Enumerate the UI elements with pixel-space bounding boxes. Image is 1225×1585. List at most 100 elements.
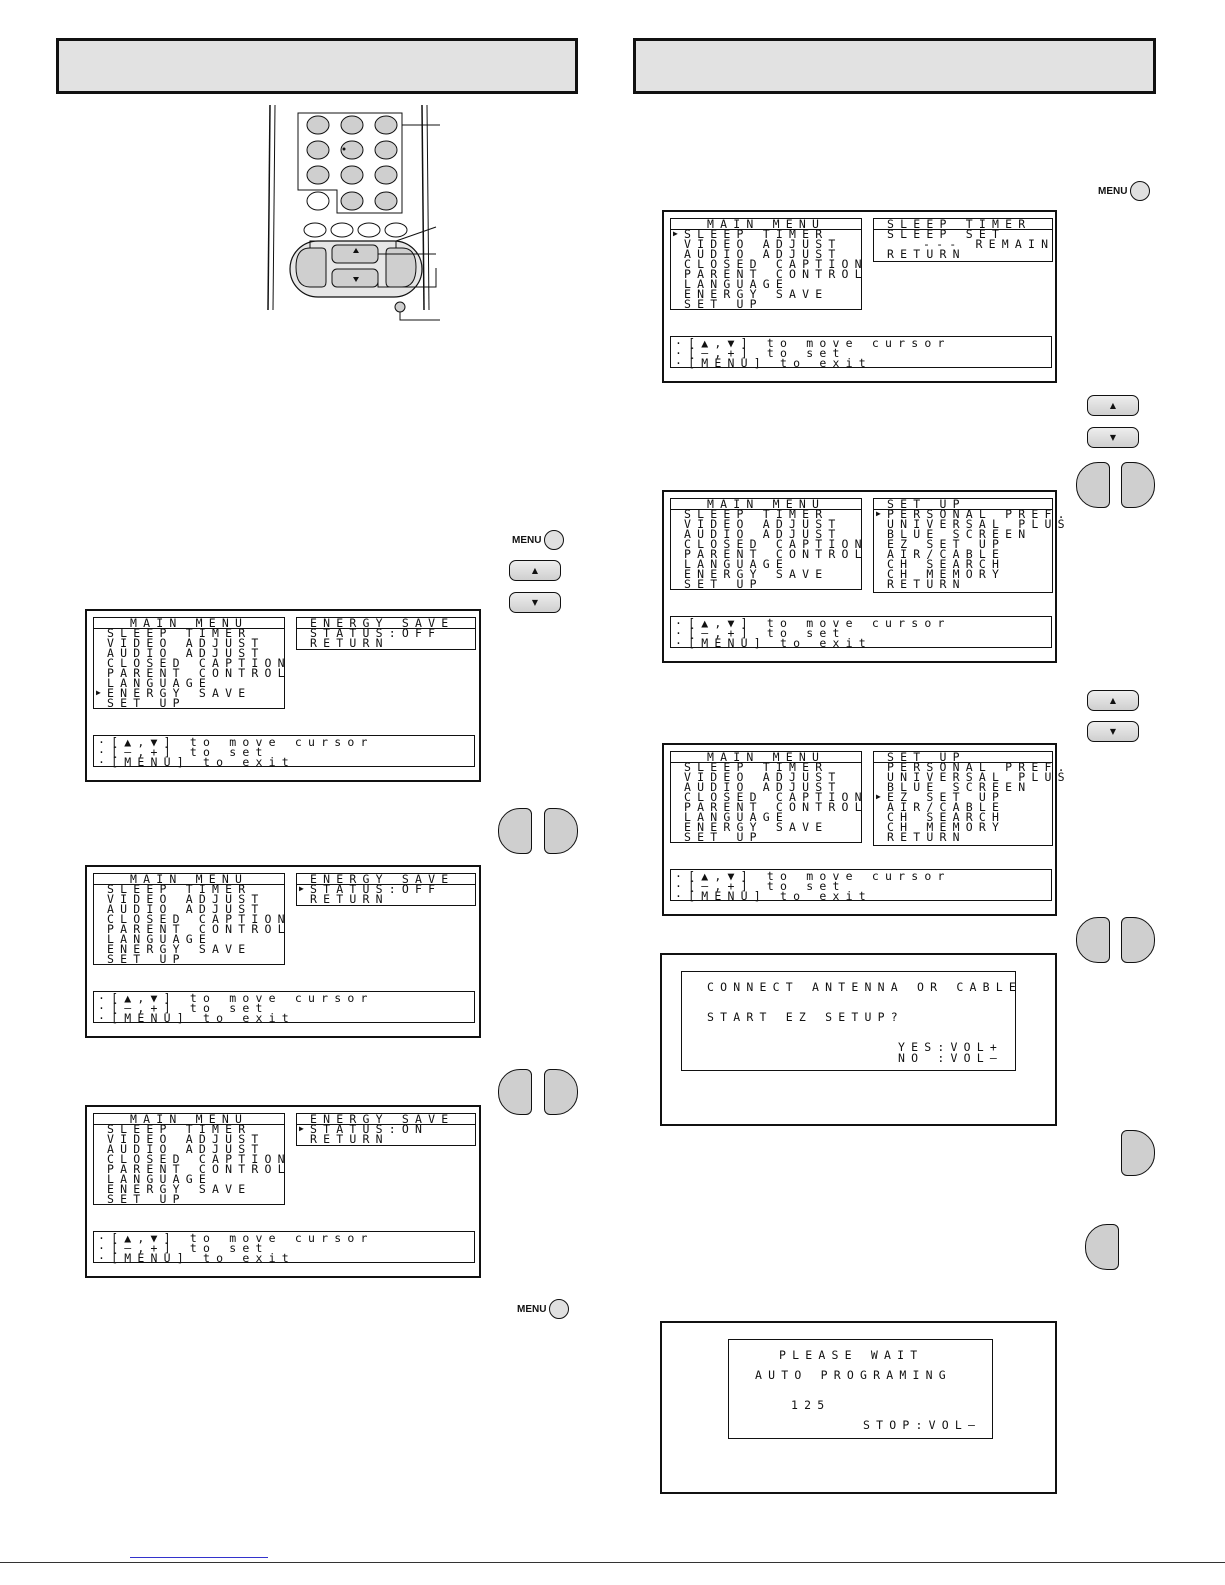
main-menu-item[interactable]: AUDIO ADJUST (684, 780, 842, 794)
main-menu-item[interactable]: CLOSED CAPTION (107, 912, 291, 926)
main-menu-item[interactable]: ENERGY SAVE (684, 820, 829, 834)
main-menu-title: MAIN MENU (130, 616, 249, 630)
main-menu-item[interactable]: CLOSED CAPTION (107, 656, 291, 670)
main-menu-item[interactable]: LANGUAGE (107, 676, 212, 690)
main-menu-item[interactable]: CLOSED CAPTION (107, 1152, 291, 1166)
submenu-item[interactable]: EZ SET UP (887, 537, 1006, 551)
submenu-item[interactable]: RETURN (310, 892, 389, 906)
main-menu-item[interactable]: SET UP (684, 297, 763, 311)
submenu-item[interactable]: UNIVERSAL PLUS (887, 770, 1071, 784)
main-menu-item[interactable]: AUDIO ADJUST (684, 247, 842, 261)
main-menu-item[interactable]: VIDEO ADJUST (107, 1132, 265, 1146)
main-menu-item[interactable]: PARENT CONTROL (684, 547, 868, 561)
submenu-item[interactable]: BLUE SCREEN (887, 780, 1032, 794)
main-menu-item[interactable]: PARENT CONTROL (107, 666, 291, 680)
main-menu-item[interactable]: LANGUAGE (684, 810, 789, 824)
submenu-item[interactable]: PERSONAL PREF. (887, 507, 1071, 521)
main-menu-item[interactable]: VIDEO ADJUST (684, 770, 842, 784)
submenu-item[interactable]: AIR/CABLE (887, 800, 1006, 814)
main-menu-item[interactable]: ENERGY SAVE (684, 567, 829, 581)
main-menu-item[interactable]: PARENT CONTROL (684, 800, 868, 814)
submenu-item[interactable]: RETURN (310, 1132, 389, 1146)
main-menu-item[interactable]: CLOSED CAPTION (684, 537, 868, 551)
main-menu-item[interactable]: LANGUAGE (684, 557, 789, 571)
main-menu-item[interactable]: CLOSED CAPTION (684, 257, 868, 271)
main-menu-item[interactable]: ENERGY SAVE (107, 942, 252, 956)
main-menu-item[interactable]: SET UP (684, 577, 763, 591)
menu-circle-icon (549, 1299, 570, 1319)
main-menu-item[interactable]: VIDEO ADJUST (684, 517, 842, 531)
main-menu-item[interactable]: LANGUAGE (107, 932, 212, 946)
submenu-item[interactable]: RETURN (310, 636, 389, 650)
main-menu-item[interactable]: LANGUAGE (107, 1172, 212, 1186)
menu-button-label: MENU (517, 1303, 547, 1315)
main-menu-item[interactable]: VIDEO ADJUST (107, 636, 265, 650)
main-menu-item[interactable]: ENERGY SAVE (107, 1182, 252, 1196)
vol-minus-button-icon (498, 808, 532, 854)
help-instructions-box: ·[▲,▼] to move cursor·[—,+] to set·[MENU… (670, 616, 1052, 649)
title-divider (671, 762, 861, 763)
submenu-item[interactable]: EZ SET UP (887, 790, 1006, 804)
submenu-title: SLEEP TIMER (887, 217, 1032, 231)
submenu-item[interactable]: STATUS:OFF (310, 882, 442, 896)
main-menu-item[interactable]: PARENT CONTROL (684, 267, 868, 281)
main-menu-item[interactable]: SET UP (107, 952, 186, 966)
menu-button-label: MENU (512, 534, 542, 546)
main-menu-item[interactable]: ENERGY SAVE (107, 686, 252, 700)
submenu-item[interactable]: RETURN (887, 830, 966, 844)
help-line: ·[MENU] to exit (98, 1011, 295, 1025)
main-menu-item[interactable]: SLEEP TIMER (684, 507, 829, 521)
main-menu-item[interactable]: SET UP (107, 1192, 186, 1206)
main-menu-item[interactable]: AUDIO ADJUST (107, 646, 265, 660)
main-menu-item[interactable]: AUDIO ADJUST (107, 902, 265, 916)
main-menu-item[interactable]: SET UP (107, 696, 186, 710)
submenu-item[interactable]: RETURN (887, 577, 966, 591)
submenu-item[interactable]: RETURN (887, 247, 966, 261)
main-menu-item[interactable]: PARENT CONTROL (107, 1162, 291, 1176)
main-menu-item[interactable]: SLEEP TIMER (107, 882, 252, 896)
main-menu-item[interactable]: LANGUAGE (684, 277, 789, 291)
submenu-item[interactable]: SLEEP SET (887, 227, 1006, 241)
auto-programing-text: AUTO PROGRAMING (755, 1368, 952, 1382)
main-menu-item[interactable]: VIDEO ADJUST (107, 892, 265, 906)
main-menu-item[interactable]: SLEEP TIMER (684, 760, 829, 774)
osd-screen-ez-setup-dialog: CONNECT ANTENNA OR CABLE START EZ SETUP?… (660, 953, 1057, 1126)
help-instructions-box: ·[▲,▼] to move cursor·[—,+] to set·[MENU… (670, 869, 1052, 902)
main-menu-item[interactable]: SET UP (684, 830, 763, 844)
submenu-item[interactable]: UNIVERSAL PLUS (887, 517, 1071, 531)
title-divider (874, 509, 1052, 510)
help-instructions-box: ·[▲,▼] to move cursor·[—,+] to set·[MENU… (93, 1231, 475, 1265)
help-line: ·[MENU] to exit (98, 1251, 295, 1265)
submenu-item[interactable]: CH MEMORY (887, 820, 1006, 834)
submenu-item[interactable]: STATUS:OFF (310, 626, 442, 640)
main-menu-item[interactable]: PARENT CONTROL (107, 922, 291, 936)
submenu-item[interactable]: AIR/CABLE (887, 547, 1006, 561)
help-line: ·[▲,▼] to move cursor (98, 991, 374, 1005)
submenu-item[interactable]: BLUE SCREEN (887, 527, 1032, 541)
submenu-item[interactable]: CH SEARCH (887, 557, 1006, 571)
main-menu-item[interactable]: VIDEO ADJUST (684, 237, 842, 251)
submenu-item[interactable]: CH SEARCH (887, 810, 1006, 824)
main-menu-item[interactable]: SLEEP TIMER (107, 1122, 252, 1136)
submenu-title: ENERGY SAVE (310, 616, 455, 630)
submenu-item[interactable]: PERSONAL PREF. (887, 760, 1071, 774)
main-menu-item[interactable]: SLEEP TIMER (107, 626, 252, 640)
main-menu-item[interactable]: ENERGY SAVE (684, 287, 829, 301)
main-menu-item[interactable]: AUDIO ADJUST (107, 1142, 265, 1156)
help-instructions-box: ·[▲,▼] to move cursor·[—,+] to set·[MENU… (670, 336, 1052, 369)
main-menu-item[interactable]: SLEEP TIMER (684, 227, 829, 241)
main-menu-item[interactable]: CLOSED CAPTION (684, 790, 868, 804)
submenu-item[interactable]: --- REMAIN (923, 237, 1055, 251)
main-menu-item[interactable]: AUDIO ADJUST (684, 527, 842, 541)
main-menu-title: MAIN MENU (707, 217, 826, 231)
vol-plus-button-icon (544, 808, 578, 854)
submenu-item[interactable]: STATUS:ON (310, 1122, 429, 1136)
cursor-arrow-icon: ▶ (299, 884, 304, 893)
submenu-item[interactable]: CH MEMORY (887, 567, 1006, 581)
